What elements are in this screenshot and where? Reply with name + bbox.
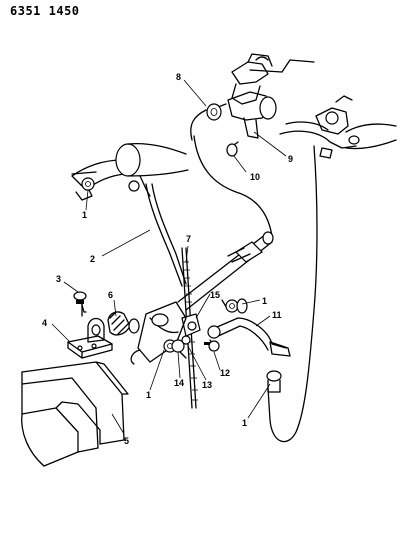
callout-1: 1 [242, 418, 247, 428]
callout-15: 15 [210, 290, 220, 300]
callout-2: 2 [90, 254, 95, 264]
center-lever [130, 301, 187, 365]
lower-fasteners [171, 335, 191, 359]
bushing-6 [107, 311, 140, 336]
callout-10: 10 [250, 172, 260, 182]
callout-labels: 8 9 10 1 2 7 3 6 15 1 11 4 1 14 13 12 1 … [42, 72, 293, 446]
callout-8: 8 [176, 72, 181, 82]
lever-11 [204, 298, 291, 357]
callout-7: 7 [186, 234, 191, 244]
callout-1: 1 [82, 210, 87, 220]
cable-assembly [193, 135, 318, 443]
callout-5: 5 [124, 436, 129, 446]
callout-3: 3 [56, 274, 61, 284]
callout-1: 1 [262, 296, 267, 306]
leader-lines [51, 79, 287, 435]
callout-1: 1 [146, 390, 151, 400]
left-mount-bracket [71, 142, 189, 201]
callout-6: 6 [108, 290, 113, 300]
callout-9: 9 [288, 154, 293, 164]
upper-bracket-assembly [190, 53, 315, 157]
bracket-4 [67, 291, 113, 359]
callout-4: 4 [42, 318, 47, 328]
cross-shaft [177, 231, 274, 311]
callout-11: 11 [272, 310, 282, 320]
callout-12: 12 [220, 368, 230, 378]
threaded-adjuster [181, 247, 201, 409]
frame-rail-5 [21, 361, 129, 467]
callout-13: 13 [202, 380, 212, 390]
linkage-rod-2 [145, 183, 187, 287]
callout-14: 14 [174, 378, 184, 388]
right-pivot-assembly [279, 95, 397, 159]
diagram-code: 6351 1450 [10, 4, 80, 18]
